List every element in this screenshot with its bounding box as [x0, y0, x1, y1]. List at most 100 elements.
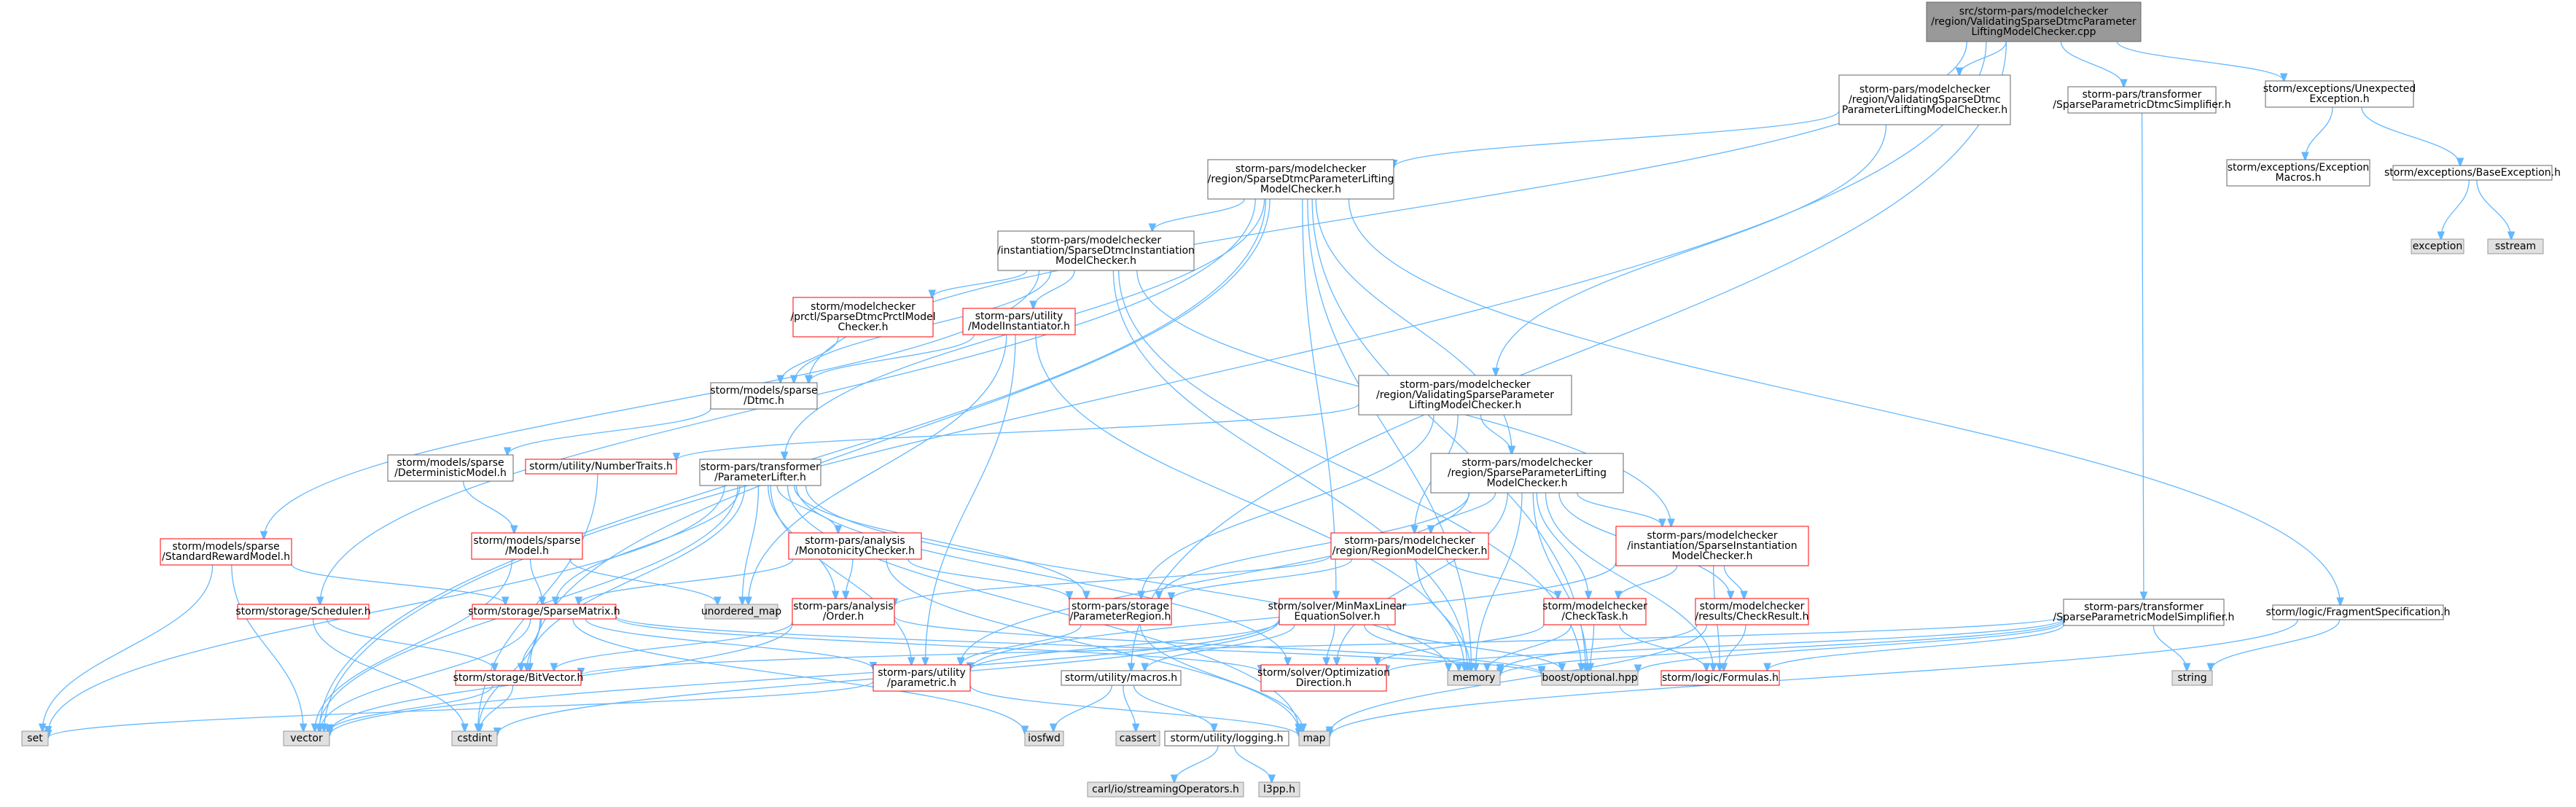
node-vspl[interactable]: storm-pars/modelchecker/region/Validatin…: [1358, 375, 1572, 416]
edge-param-to-map: [969, 685, 1299, 736]
node-label-line: storm/storage/SparseMatrix.h: [468, 606, 620, 617]
edge-plifter-to-memory: [805, 485, 1448, 671]
node-bexc[interactable]: storm/exceptions/BaseException.h: [2384, 165, 2561, 181]
node-detm[interactable]: storm/models/sparse/DeterministicModel.h: [387, 454, 514, 482]
node-label-line: storm/modelchecker: [811, 301, 916, 313]
node-spds[interactable]: storm-pars/transformer/SparseParametricD…: [2053, 86, 2231, 114]
node-label-line: /instantiation/SparseDtmcInstantiation: [997, 245, 1195, 257]
node-sic[interactable]: storm-pars/modelchecker/instantiation/Sp…: [1615, 526, 1809, 566]
node-map: map: [1298, 730, 1330, 746]
node-label-line: storm/storage/Scheduler.h: [235, 606, 370, 617]
edge-srm-to-set: [42, 564, 214, 731]
node-model[interactable]: storm/models/sparse/Model.h: [471, 532, 583, 560]
edge-sdpl-to-splmc: [1315, 198, 1512, 453]
edge-splmc-to-boostopt: [1532, 492, 1588, 671]
node-box: [387, 454, 514, 482]
node-box: [873, 664, 971, 692]
edge-bexc-to-exception: [2441, 179, 2470, 239]
node-box: [1258, 781, 1300, 798]
node-root[interactable]: src/storm-pars/modelchecker/region/Valid…: [1926, 1, 2142, 42]
edge-sdpl-to-bitvec: [530, 198, 1271, 671]
node-minmax[interactable]: storm/solver/MinMaxLinearEquationSolver.…: [1268, 598, 1407, 625]
node-box: [1069, 598, 1172, 625]
node-spms[interactable]: storm-pars/transformer/SparseParametricM…: [2053, 599, 2235, 626]
node-carl: carl/io/streamingOperators.h: [1087, 781, 1244, 798]
node-label-line: set: [27, 733, 43, 744]
node-box: [1543, 598, 1647, 625]
node-box: [2171, 670, 2213, 686]
node-ctask[interactable]: storm/modelchecker/CheckTask.h: [1542, 598, 1647, 625]
node-minst[interactable]: storm-pars/utility/ModelInstantiator.h: [962, 308, 1076, 335]
node-label-line: storm-pars/modelchecker: [1344, 535, 1475, 547]
edge-preg-to-param: [961, 624, 1082, 665]
node-set: set: [21, 730, 49, 746]
edge-spms-to-bitvec: [581, 615, 2064, 675]
node-plifter[interactable]: storm-pars/transformer/ParameterLifter.h: [699, 459, 821, 486]
node-smatrix[interactable]: storm/storage/SparseMatrix.h: [468, 604, 620, 620]
edge-rmc-to-ctask: [1446, 558, 1558, 599]
node-cresult[interactable]: storm/modelchecker/results/CheckResult.h: [1695, 598, 1809, 625]
node-label-line: storm/solver/Optimization: [1257, 667, 1390, 679]
node-logging[interactable]: storm/utility/logging.h: [1164, 730, 1289, 746]
edge-model-to-smatrix: [530, 558, 542, 604]
node-splmc[interactable]: storm-pars/modelchecker/region/SparsePar…: [1430, 453, 1624, 494]
node-dtmc[interactable]: storm/models/sparse/Dtmc.h: [710, 382, 818, 410]
edge-vspl-to-preg: [1141, 414, 1435, 599]
node-param[interactable]: storm-pars/utility/parametric.h: [873, 664, 971, 692]
node-label-line: ParameterLiftingModelChecker.h: [1842, 104, 2007, 116]
node-box: [792, 297, 934, 338]
edge-splmc-to-memory: [1476, 492, 1523, 671]
node-box: [2265, 80, 2414, 108]
edge-splmc-to-ctask: [1536, 492, 1588, 599]
dependency-edges: [42, 41, 2511, 782]
edge-detm-to-model: [463, 480, 515, 533]
edge-uexc-to-bexc: [2361, 106, 2460, 165]
node-label-line: storm/exceptions/Unexpected: [2263, 83, 2416, 95]
edge-sic-to-ctask: [1618, 565, 1678, 599]
edge-root-to-macros: [1131, 41, 2007, 671]
node-srm[interactable]: storm/models/sparse/StandardRewardModel.…: [160, 538, 292, 566]
node-ntraits[interactable]: storm/utility/NumberTraits.h: [525, 459, 677, 475]
node-label-line: storm-pars/analysis: [793, 601, 893, 612]
edge-plifter-to-smatrix: [555, 485, 741, 604]
node-umap: unordered_map: [701, 604, 781, 620]
node-sdic[interactable]: storm-pars/modelchecker/instantiation/Sp…: [997, 230, 1195, 271]
node-label-line: /StandardRewardModel.h: [162, 551, 290, 563]
node-sdpl[interactable]: storm-pars/modelchecker/region/SparseDtm…: [1207, 159, 1394, 200]
node-vsdpl[interactable]: storm-pars/modelchecker/region/Validatin…: [1838, 74, 2011, 125]
edge-order-to-bitvec: [554, 622, 793, 671]
node-box: [1430, 453, 1624, 494]
node-label-line: storm-pars/modelchecker: [1031, 235, 1161, 246]
node-box: [1838, 74, 2011, 125]
node-formulas[interactable]: storm/logic/Formulas.h: [1660, 670, 1780, 686]
node-label-line: storm/utility/macros.h: [1065, 672, 1177, 684]
edge-ctask-to-optdir: [1378, 623, 1545, 665]
node-sched[interactable]: storm/storage/Scheduler.h: [235, 604, 371, 620]
node-order[interactable]: storm-pars/analysis/Order.h: [792, 598, 895, 625]
edge-cresult-to-memory: [1500, 624, 1698, 671]
node-label-line: ModelChecker.h: [1260, 184, 1341, 195]
node-macros[interactable]: storm/utility/macros.h: [1061, 670, 1182, 686]
edge-smatrix-to-bitvec: [521, 618, 542, 671]
edge-sdpl-to-minmax: [1302, 198, 1336, 599]
edge-minmax-to-optdir: [1327, 624, 1335, 665]
node-box: [1087, 781, 1244, 798]
node-label-line: cstdint: [457, 733, 492, 744]
node-box: [2226, 159, 2370, 187]
node-prctl[interactable]: storm/modelchecker/prctl/SparseDtmcPrctl…: [790, 297, 936, 338]
edge-plifter-to-param: [770, 485, 911, 665]
node-fspec[interactable]: storm/logic/FragmentSpecification.h: [2266, 604, 2451, 620]
edge-rmc-to-order: [894, 555, 1332, 606]
node-monot[interactable]: storm-pars/analysis/MonotonicityChecker.…: [788, 532, 922, 560]
node-rmc[interactable]: storm-pars/modelchecker/region/RegionMod…: [1330, 532, 1489, 560]
edge-vsdpl-to-sdpl: [1394, 110, 1840, 168]
edge-root-to-vsdpl: [1959, 41, 2007, 75]
node-label-line: src/storm-pars/modelchecker: [1959, 6, 2109, 17]
node-preg[interactable]: storm-pars/storage/ParameterRegion.h: [1069, 598, 1172, 625]
node-bitvec[interactable]: storm/storage/BitVector.h: [453, 670, 584, 686]
node-box: [1207, 159, 1394, 200]
node-label-line: /region/RegionModelChecker.h: [1332, 545, 1488, 557]
